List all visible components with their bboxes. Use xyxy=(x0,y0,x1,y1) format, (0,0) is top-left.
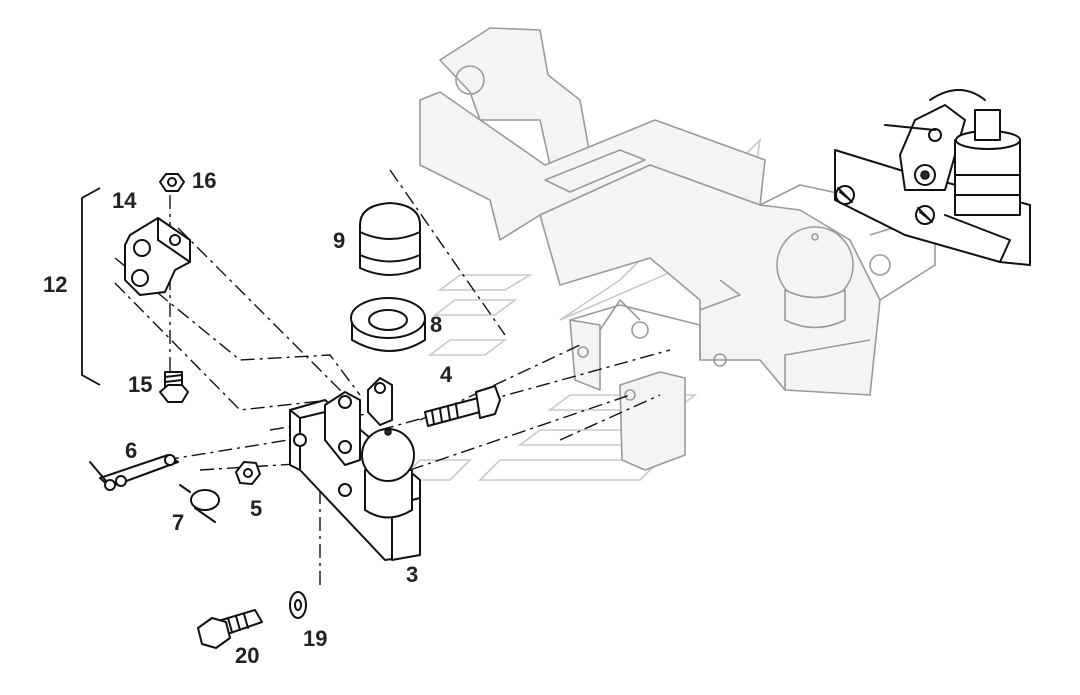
callout-9: 9 xyxy=(333,228,345,253)
part-15-stud xyxy=(159,371,189,403)
callout-14: 14 xyxy=(112,188,137,213)
part-4-bolt xyxy=(424,385,501,427)
assembly-axis-lines xyxy=(114,169,671,590)
part-3-bracket-ear xyxy=(324,377,393,466)
rear-coupling-assembly xyxy=(834,89,1031,266)
callout-15: 15 xyxy=(128,372,152,397)
callout-6: 6 xyxy=(125,438,137,463)
mounted-ball-ghost xyxy=(776,226,854,329)
part-3-ball xyxy=(361,428,415,519)
part-9-cap xyxy=(359,202,421,276)
callout-12: 12 xyxy=(43,272,67,297)
part-16-nut xyxy=(159,173,185,192)
part-14-clamp xyxy=(124,217,191,296)
group-12-bracket xyxy=(81,187,101,386)
part-6-pin xyxy=(89,454,179,491)
callout-7: 7 xyxy=(172,510,184,535)
callout-4: 4 xyxy=(440,362,453,387)
callout-5: 5 xyxy=(250,496,262,521)
callout-19: 19 xyxy=(303,626,327,651)
callout-3: 3 xyxy=(406,562,418,587)
callout-20: 20 xyxy=(235,643,259,668)
vehicle-frame-ghost xyxy=(419,27,936,471)
callout-8: 8 xyxy=(430,312,442,337)
part-20-bolt xyxy=(197,609,263,649)
part-5-nut xyxy=(235,461,261,485)
callout-16: 16 xyxy=(192,168,216,193)
part-19-washer xyxy=(289,591,307,619)
part-8-spacer-ring xyxy=(350,297,426,352)
part-7-clip xyxy=(179,484,220,523)
callout-labels: 3 4 5 6 7 8 9 12 14 15 16 19 20 xyxy=(43,168,453,668)
